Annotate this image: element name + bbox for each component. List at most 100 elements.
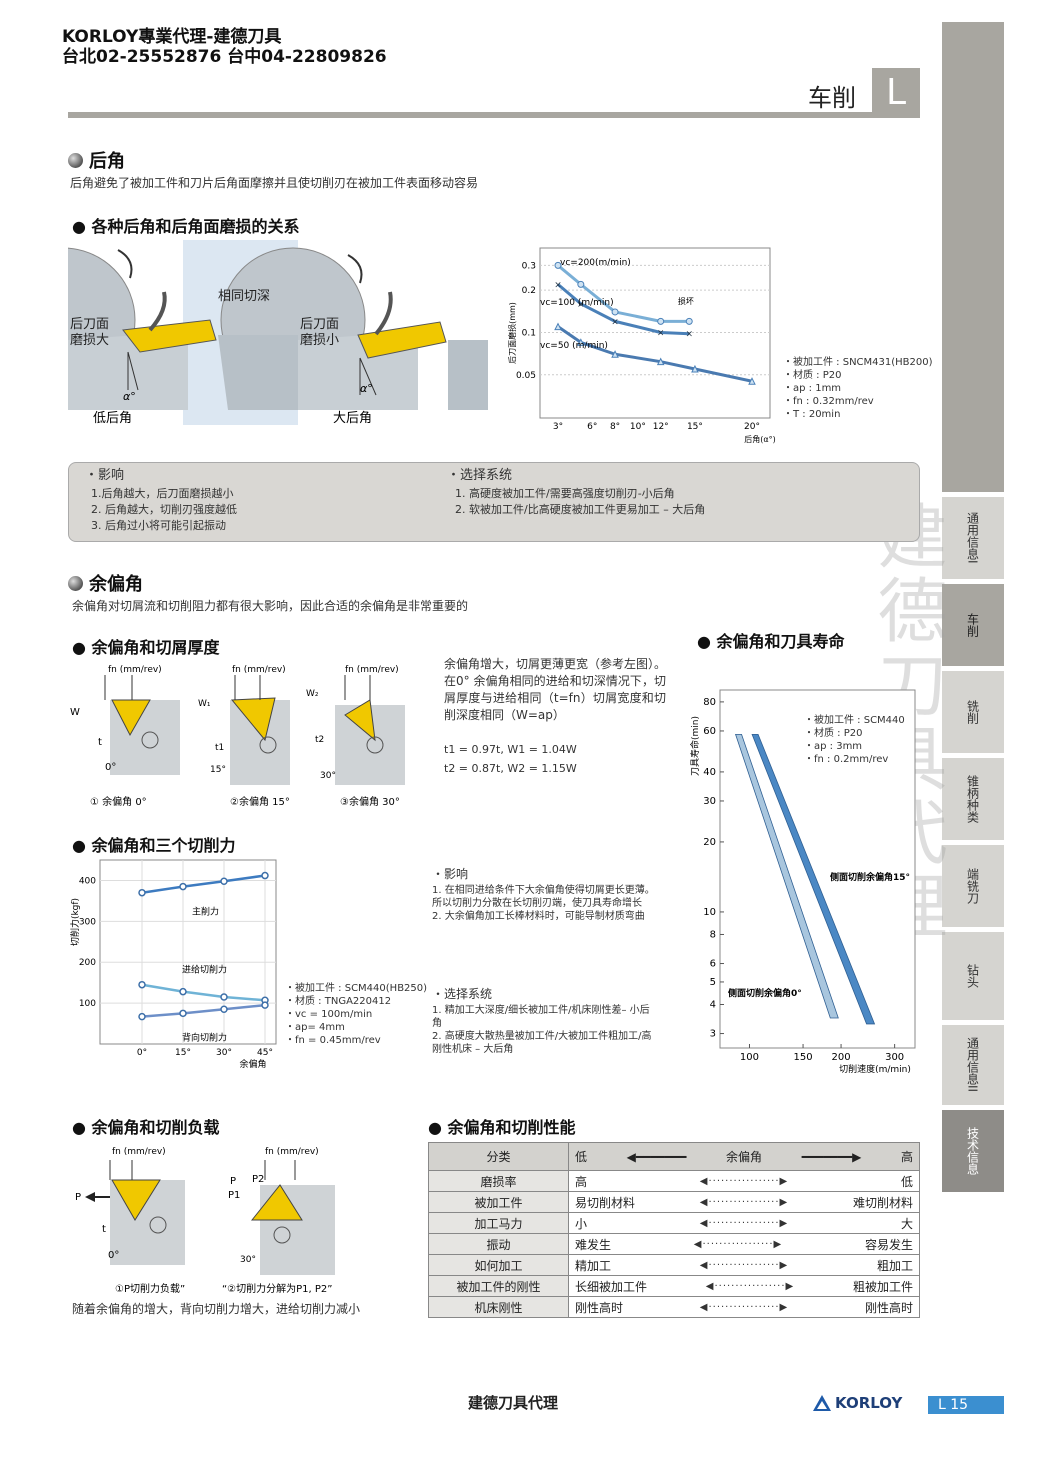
svg-text:P: P (230, 1176, 236, 1187)
wear-series-line (557, 283, 690, 336)
chip-label-2: ③余偏角 30° (340, 795, 400, 808)
dotted-arrow-icon: ◀·················▶ (699, 1217, 789, 1229)
force-series-label: 背向切削力 (182, 1032, 227, 1044)
life-y-tick: 60 (703, 726, 716, 737)
wear-series-label: vc=100 (m/min) (540, 298, 614, 308)
perf-row-scale: 刚性高时◀·················▶刚性高时 (568, 1296, 920, 1318)
perf-row-left: 刚性高时 (575, 1300, 624, 1315)
force-y-tick: 100 (79, 999, 96, 1009)
tab-end-mill[interactable]: 端铣刀 (942, 845, 1004, 927)
tab-general-info-1[interactable]: 通用信息I (942, 497, 1004, 579)
chip-explanation: 余偏角增大，切屑更薄更宽（参考左图）。在0° 余偏角相同的进给和切深情况下，切屑… (444, 657, 667, 722)
wear-point (577, 280, 585, 288)
wear-point: × (657, 328, 665, 338)
wear-chart-conditions: ・被加工件 : SNCM431(HB200) ・材质 : P20 ・ap : 1… (783, 357, 933, 420)
header-rule (68, 112, 920, 118)
wear-x-tick: 6° (587, 422, 597, 432)
dotted-arrow-icon: ◀·················▶ (699, 1259, 789, 1271)
life-y-tick: 80 (703, 697, 716, 708)
wear-y-label: 后刀面磨损(mm) (507, 302, 517, 364)
force-x-tick: 30° (216, 1048, 232, 1058)
svg-text:P: P (75, 1192, 81, 1203)
life-y-tick: 5 (710, 977, 716, 988)
life-y-tick: 4 (710, 999, 716, 1010)
dotted-arrow-icon: ◀·················▶ (693, 1238, 783, 1250)
life-y-tick: 40 (703, 767, 716, 778)
lead-heading: 余偏角 (68, 570, 143, 596)
tab-drill[interactable]: 钻头 (942, 932, 1004, 1020)
influence-title: ・影响 (85, 468, 125, 483)
wear-point (657, 317, 665, 325)
chip-label-1: ②余偏角 15° (230, 795, 290, 808)
force-point (220, 877, 228, 886)
relief-subtitle: ● 各种后角和后角面磨损的关系 (72, 217, 300, 236)
perf-row-scale: 高◀·················▶低 (568, 1170, 920, 1192)
svg-text:0°: 0° (105, 762, 116, 773)
load-fn-label-1: fn (mm/rev) (112, 1147, 166, 1157)
wear-point (554, 322, 562, 331)
perf-row-key: 磨损率 (428, 1170, 569, 1192)
wear-point: × (611, 317, 619, 327)
force-series-label: 进给切削力 (182, 964, 227, 976)
chip-label-0: ① 余偏角 0° (90, 795, 147, 808)
relief-diagram: 相同切深 后刀面 磨损大 后刀面 磨损小 α° α° 低后角 大后角 (68, 240, 488, 425)
right-wear-label-1: 后刀面 (300, 317, 339, 332)
same-depth-label: 相同切深 (218, 289, 270, 304)
life-title: ● 余偏角和刀具寿命 (697, 632, 845, 651)
life-series-band (751, 733, 876, 1025)
dealer-line-1: KORLOY專業代理-建德刀具 (62, 27, 282, 47)
chapter-letter: L (872, 68, 920, 118)
wear-x-tick: 12° (653, 422, 669, 432)
small-angle-label: 低后角 (93, 411, 132, 425)
force-title: ● 余偏角和三个切削力 (72, 836, 236, 855)
perf-high: 高 (900, 1150, 913, 1164)
perf-row: 被加工件易切削材料◀·················▶难切削材料 (428, 1191, 920, 1213)
force-point (179, 1009, 187, 1018)
force-point (138, 1012, 146, 1021)
wear-point: × (554, 280, 562, 290)
relief-heading: 后角 (68, 147, 125, 173)
wear-point (685, 317, 693, 325)
perf-row-key: 机床刚性 (428, 1296, 569, 1318)
force-point (220, 1005, 228, 1013)
tab-tech-info[interactable]: 技术信息 (942, 1110, 1004, 1192)
wear-series-line (557, 325, 753, 383)
perf-low: 低 (575, 1150, 588, 1164)
wear-point (611, 308, 619, 316)
life-x-tick: 100 (740, 1052, 759, 1063)
wear-annotation: 损坏 (678, 296, 694, 306)
svg-text:t2: t2 (315, 735, 324, 745)
force-x-tick: 15° (175, 1048, 191, 1058)
perf-row-left: 难发生 (575, 1237, 612, 1252)
bullet-icon (68, 153, 83, 168)
dotted-arrow-icon: ◀·················▶ (699, 1196, 789, 1208)
perf-row: 磨损率高◀·················▶低 (428, 1170, 920, 1192)
life-x-tick: 300 (885, 1052, 904, 1063)
relief-summary-box: ・影响 1.后角越大，后刀面磨损越小 2. 后角越大，切削刃强度越低 3. 后角… (68, 462, 920, 542)
perf-row-left: 精加工 (575, 1258, 612, 1273)
korloy-logo-icon (813, 1395, 831, 1411)
tab-turning[interactable]: 车削 (942, 584, 1004, 666)
force-series-line (141, 1003, 266, 1018)
life-series-band (735, 733, 839, 1019)
tab-milling[interactable]: 铣削 (942, 671, 1004, 753)
chip-title: ● 余偏角和切屑厚度 (72, 638, 220, 657)
perf-row-key: 如何加工 (428, 1254, 569, 1276)
brand-logo: KORLOY (812, 1394, 902, 1412)
wear-x-label: 后角(α°) (744, 434, 776, 444)
wear-point (611, 350, 619, 358)
wear-point (691, 364, 699, 373)
perf-header-row: 分类 低 ◀━━━━━━━ 余偏角 ━━━━━━━▶ 高 (428, 1142, 920, 1171)
lead-desc: 余偏角对切屑流和切削阻力都有很大影响，因此合适的余偏角是非常重要的 (72, 599, 469, 613)
perf-row-scale: 难发生◀·················▶容易发生 (568, 1233, 920, 1255)
life-x-tick: 150 (794, 1052, 813, 1063)
life-y-tick: 3 (710, 1029, 716, 1040)
wear-point (748, 377, 756, 385)
life-conditions: ・被加工件 : SCM440 ・材质 : P20 ・ap : 3mm ・fn :… (804, 715, 905, 765)
perf-row-scale: 精加工◀·················▶粗加工 (568, 1254, 920, 1276)
tab-general-info-2[interactable]: 通用信息II (942, 1025, 1004, 1105)
force-point (261, 871, 269, 880)
perf-row-key: 加工马力 (428, 1212, 569, 1234)
tab-taper-shank[interactable]: 锥柄种类 (942, 758, 1004, 840)
